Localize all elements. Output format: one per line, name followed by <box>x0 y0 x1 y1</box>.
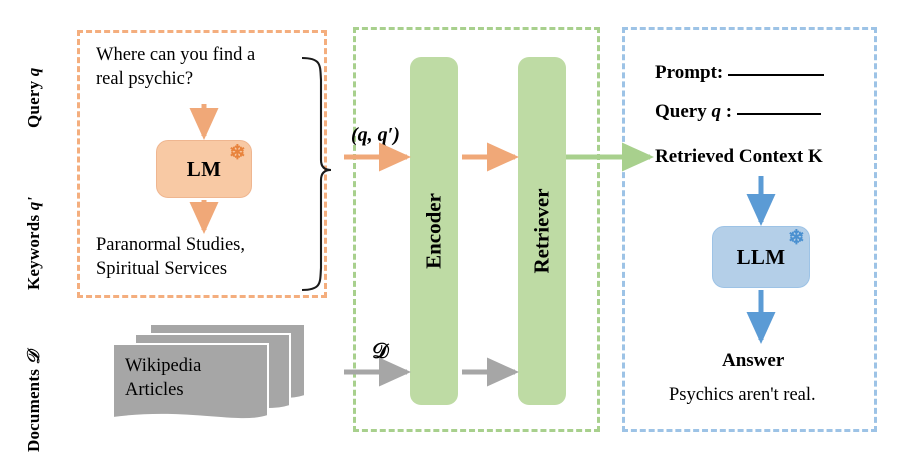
query-pair-label: (q, q′) <box>351 124 400 146</box>
row-label-documents-text: Documents <box>24 364 43 452</box>
row-label-documents: Documents 𝒟 <box>24 351 44 452</box>
retriever-block[interactable]: Retriever <box>518 57 566 405</box>
prompt-field: Prompt: <box>655 62 824 84</box>
prompt-label: Prompt: <box>655 62 724 83</box>
retrieved-context-label: Retrieved Context K <box>655 146 823 167</box>
row-label-documents-symbol: 𝒟 <box>24 350 44 365</box>
keywords-text: Paranormal Studies, Spiritual Services <box>96 235 246 279</box>
query-field-colon: : <box>725 101 733 122</box>
query-text: Where can you find a real psychic? <box>96 45 256 89</box>
documents-symbol-label: 𝒟 <box>372 338 389 363</box>
snowflake-icon: ❄ <box>787 227 805 249</box>
documents-pages-icon <box>112 323 306 421</box>
llm-model-box[interactable]: LLM ❄ <box>712 226 810 288</box>
panel-generation <box>622 27 877 432</box>
lm-model-label: LM <box>186 156 222 181</box>
prompt-blank[interactable] <box>728 74 824 76</box>
row-label-keywords-text: Keywords <box>24 210 43 290</box>
panel-retrieval <box>353 27 600 432</box>
snowflake-icon: ❄ <box>228 142 246 164</box>
retriever-label: Retriever <box>529 188 554 274</box>
documents-label: Wikipedia Articles <box>125 356 202 401</box>
llm-model-label: LLM <box>736 244 786 269</box>
answer-text: Psychics aren't real. <box>669 385 816 405</box>
row-label-query-symbol: q <box>24 67 43 77</box>
row-label-keywords: Keywords q' <box>24 197 44 290</box>
documents-stack: Wikipedia Articles <box>105 318 315 428</box>
encoder-label: Encoder <box>421 193 446 269</box>
row-label-query-text: Query <box>24 76 43 128</box>
row-label-keywords-symbol: q' <box>24 196 43 211</box>
encoder-block[interactable]: Encoder <box>410 57 458 405</box>
query-field: Query q : <box>655 101 821 123</box>
answer-label: Answer <box>722 350 785 371</box>
row-label-query: Query q <box>24 68 44 128</box>
lm-model-box[interactable]: LM ❄ <box>156 140 252 198</box>
query-field-label: Query <box>655 101 707 122</box>
query-field-symbol: q <box>711 101 721 122</box>
query-blank[interactable] <box>736 113 821 115</box>
